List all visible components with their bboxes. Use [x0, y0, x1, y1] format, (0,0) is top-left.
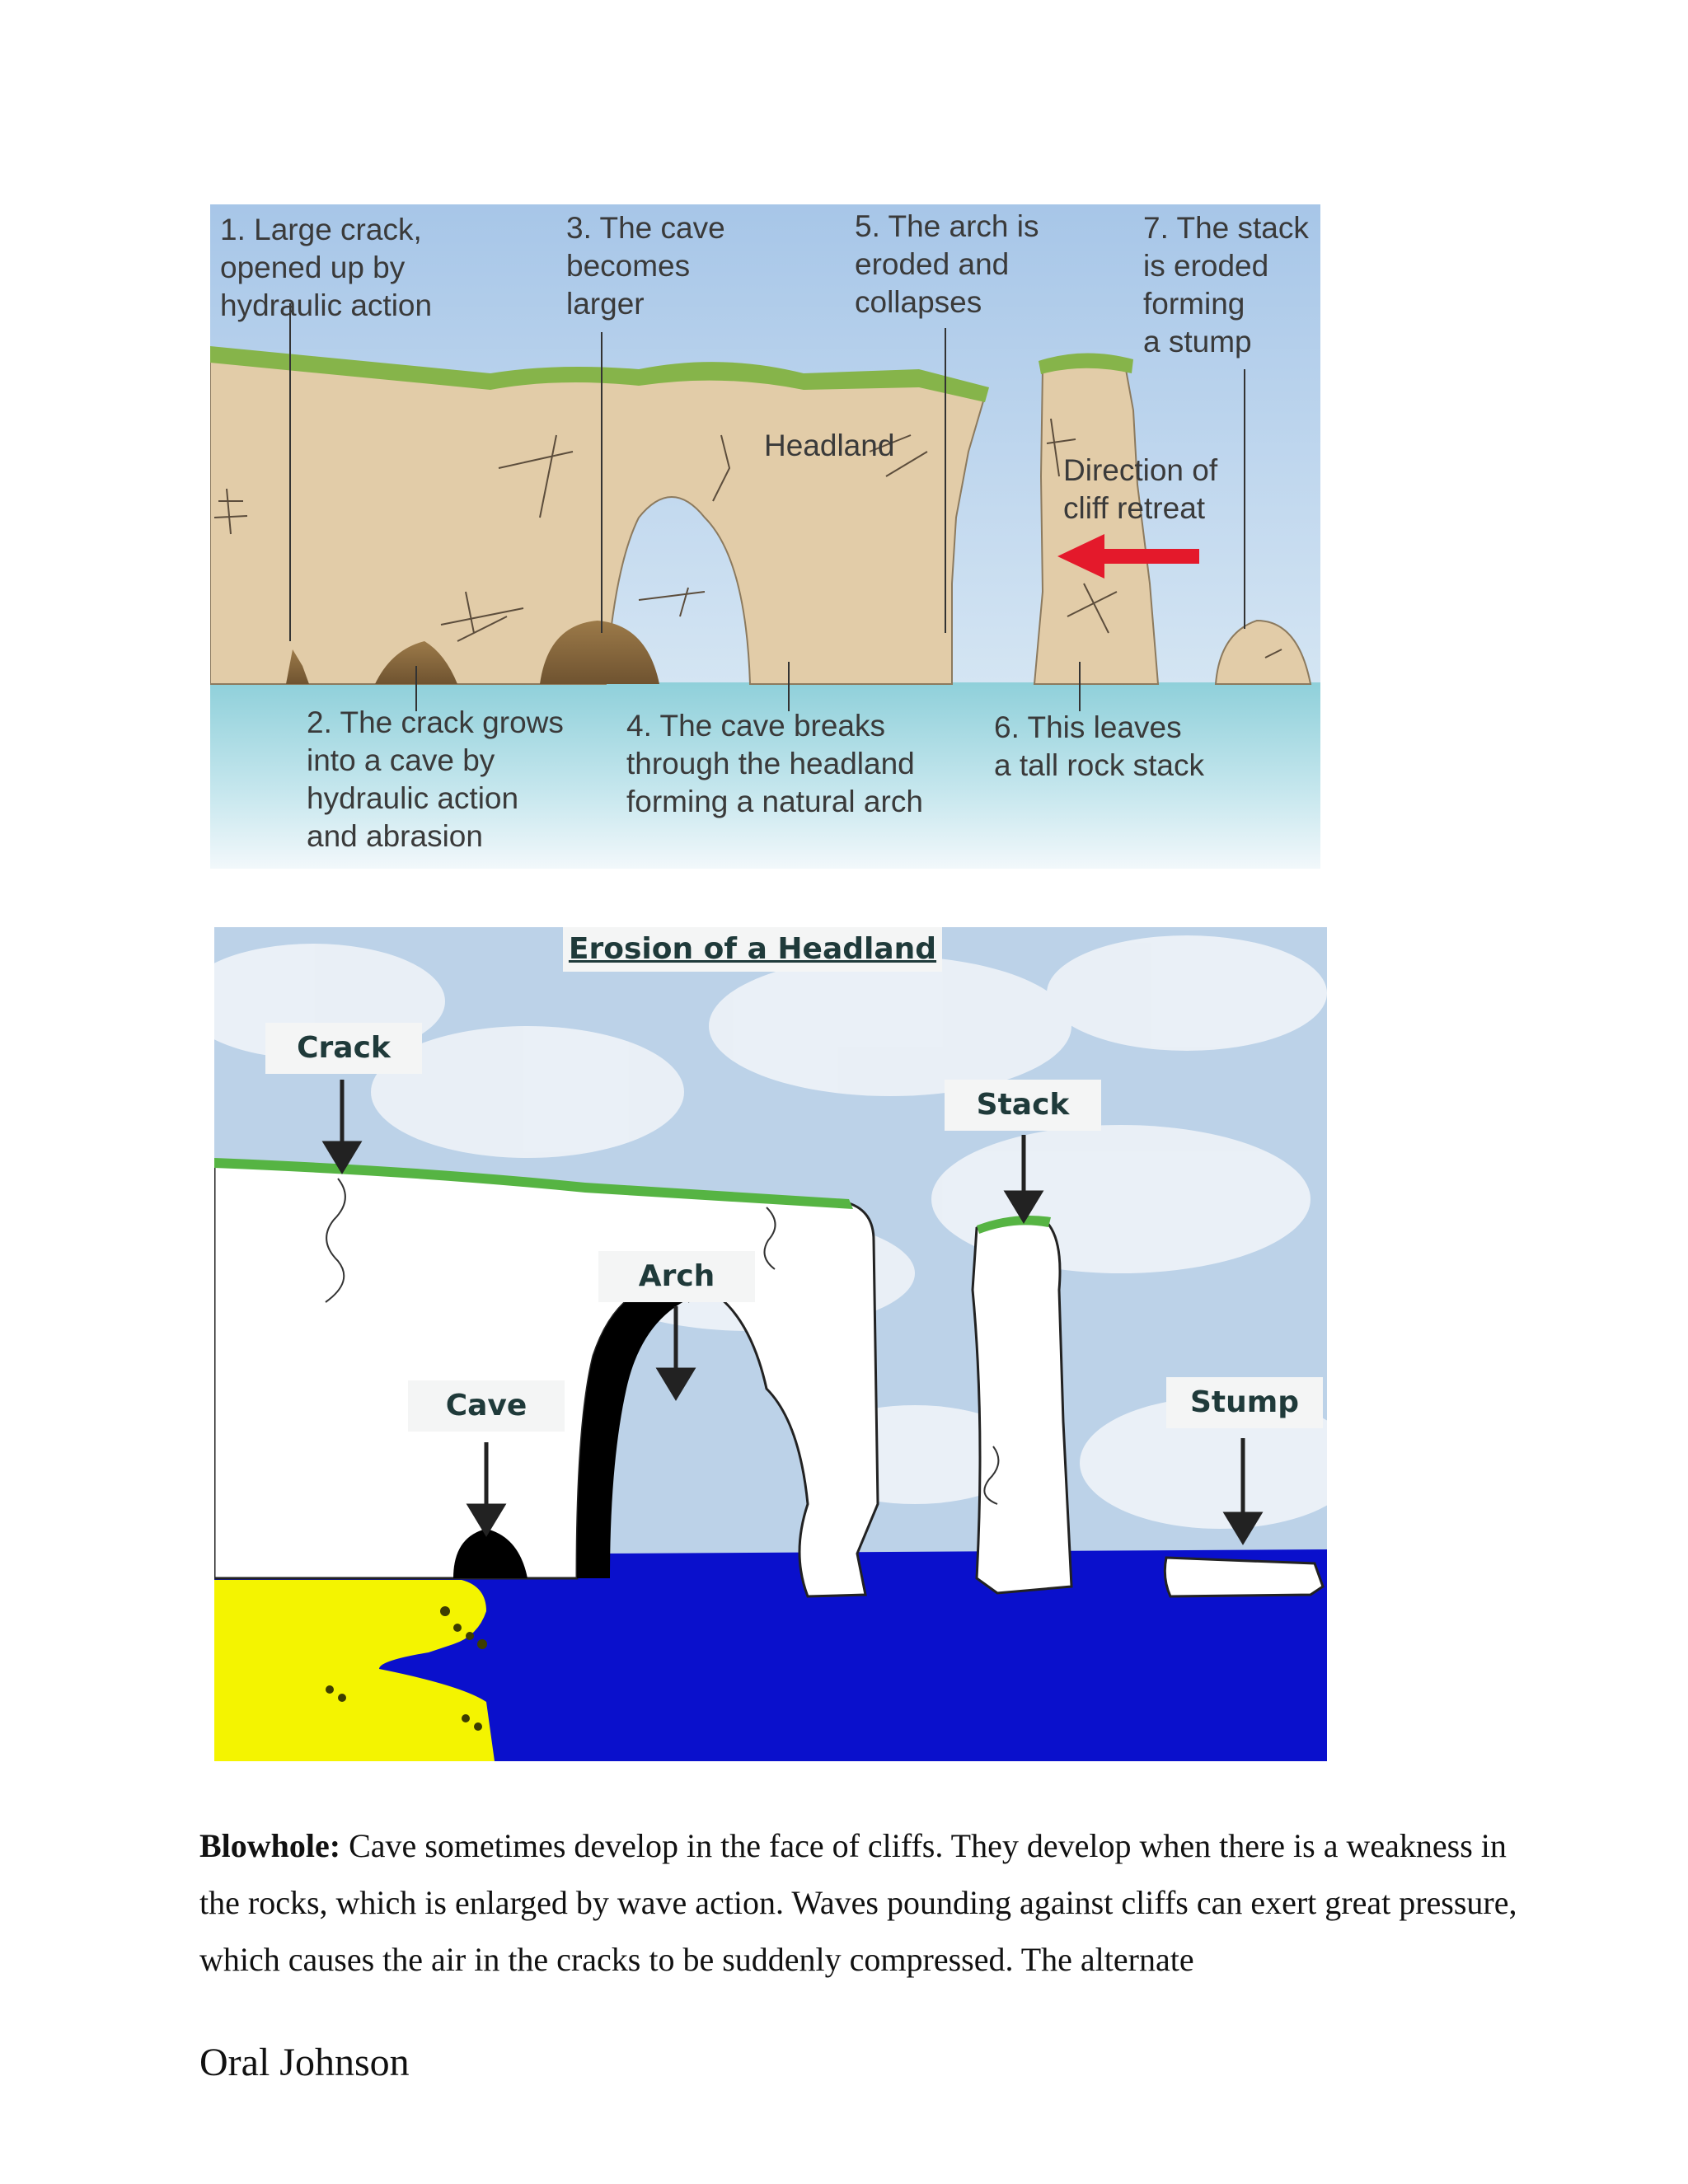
headland-erosion-stages-figure: 1. Large crack, opened up by hydraulic a… — [210, 204, 1320, 869]
small-cave — [375, 641, 457, 684]
blowhole-term: Blowhole: — [199, 1827, 341, 1864]
label-step-3: 3. The cave becomes larger — [566, 211, 725, 321]
blowhole-paragraph: Blowhole: Cave sometimes develop in the … — [199, 1817, 1518, 1988]
label-cliff-retreat-direction: Direction of cliff retreat — [1063, 453, 1218, 525]
stack-grass — [977, 1215, 1051, 1234]
tag-arch: Arch — [598, 1251, 755, 1302]
blowhole-description: Cave sometimes develop in the face of cl… — [199, 1827, 1517, 1978]
tag-stump: Stump — [1166, 1377, 1323, 1428]
figure-title: Erosion of a Headland — [563, 927, 942, 972]
headland-grass — [214, 1158, 853, 1209]
label-headland: Headland — [764, 429, 895, 462]
stages-illustration — [210, 204, 1320, 869]
author-footer: Oral Johnson — [199, 2041, 410, 2084]
cave-shape — [453, 1529, 528, 1578]
cliff-retreat-arrow — [1057, 534, 1199, 579]
pointer-arrows — [321, 1080, 1264, 1545]
label-step-1: 1. Large crack, opened up by hydraulic a… — [220, 213, 433, 322]
stack-shape — [971, 1218, 1073, 1595]
small-crack-cave — [286, 649, 309, 684]
sea — [214, 1549, 1327, 1761]
beach-pebbles — [326, 1606, 487, 1731]
stack-grass — [1039, 353, 1133, 374]
sea — [210, 682, 1320, 869]
headland-grass — [210, 346, 989, 402]
beach — [214, 1580, 495, 1761]
large-cave — [540, 621, 659, 684]
rock-cracks — [213, 418, 1282, 658]
tag-stack: Stack — [945, 1080, 1101, 1131]
tag-cave: Cave — [408, 1380, 565, 1432]
leader-lines — [289, 303, 1245, 711]
arch-shadow — [577, 1286, 701, 1578]
label-step-6: 6. This leaves a tall rock stack — [994, 710, 1204, 782]
label-step-7: 7. The stack is eroded forming a stump — [1143, 211, 1309, 359]
tag-crack: Crack — [265, 1023, 422, 1074]
rock-stump — [1214, 619, 1312, 685]
label-step-2: 2. The crack grows into a cave by hydrau… — [307, 705, 564, 853]
stump-shape — [1163, 1556, 1325, 1598]
label-step-5: 5. The arch is eroded and collapses — [855, 209, 1039, 319]
label-step-4: 4. The cave breaks through the headland … — [626, 709, 923, 818]
erosion-of-headland-figure: Erosion of a Headland Crack Stack Arch C… — [214, 927, 1327, 1761]
